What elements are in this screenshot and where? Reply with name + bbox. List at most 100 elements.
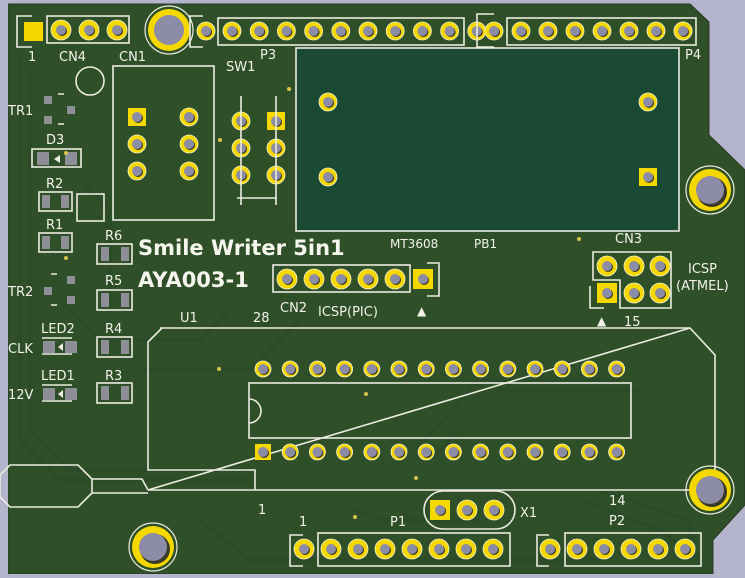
through-hole-pad bbox=[304, 21, 324, 41]
mounting-hole-bottom-left bbox=[128, 522, 178, 572]
mt3608-module bbox=[295, 47, 680, 232]
through-hole-pad bbox=[539, 538, 561, 560]
through-hole-pad bbox=[553, 360, 571, 378]
p2-pins bbox=[539, 538, 696, 560]
r6-label: R6 bbox=[105, 229, 122, 244]
led2-label: LED2 bbox=[41, 322, 75, 337]
through-hole-pad bbox=[623, 282, 645, 304]
p2-label: P2 bbox=[609, 514, 625, 529]
through-hole-pad bbox=[623, 255, 645, 277]
cn3-label: CN3 bbox=[615, 232, 642, 247]
cn2-pin1-marker: ▲ bbox=[417, 304, 427, 318]
through-hole-pad bbox=[484, 21, 504, 41]
through-hole-pad bbox=[483, 499, 505, 521]
through-hole-pad bbox=[511, 21, 531, 41]
through-hole-pad bbox=[308, 443, 326, 461]
through-hole-pad bbox=[455, 538, 477, 560]
through-hole-pad bbox=[499, 360, 517, 378]
through-hole-pad bbox=[649, 282, 671, 304]
through-hole-pad bbox=[255, 444, 271, 460]
through-hole-pad bbox=[472, 360, 490, 378]
r5-label: R5 bbox=[105, 274, 122, 289]
sw1-label: SW1 bbox=[226, 60, 255, 75]
through-hole-pad bbox=[179, 134, 199, 154]
p2-pin14-label: 14 bbox=[609, 494, 626, 509]
through-hole-pad bbox=[401, 538, 423, 560]
through-hole-pad bbox=[78, 19, 100, 41]
through-hole-pad bbox=[303, 268, 325, 290]
through-hole-pad bbox=[417, 443, 435, 461]
through-hole-pad bbox=[430, 500, 450, 520]
through-hole-pad bbox=[581, 443, 598, 461]
p4-label: P4 bbox=[685, 48, 701, 63]
cn1-pins bbox=[50, 19, 128, 41]
through-hole-pad bbox=[390, 443, 408, 461]
through-hole-pad bbox=[196, 21, 216, 41]
vias bbox=[64, 87, 581, 519]
through-hole-pad bbox=[538, 21, 558, 41]
p3-label: P3 bbox=[260, 48, 276, 63]
through-hole-pad bbox=[596, 255, 618, 277]
through-hole-pad bbox=[249, 21, 269, 41]
through-hole-pad bbox=[608, 360, 625, 378]
r4-label: R4 bbox=[105, 322, 122, 337]
through-hole-pad bbox=[385, 21, 405, 41]
through-hole-pad bbox=[597, 283, 617, 303]
through-hole-pad bbox=[619, 21, 639, 41]
cn3-pins bbox=[596, 255, 671, 304]
through-hole-pad bbox=[566, 538, 588, 560]
cn3-pin1-marker: ▲ bbox=[597, 314, 607, 328]
through-hole-pad bbox=[526, 443, 544, 461]
led2-footprint bbox=[42, 337, 77, 355]
u1-outline bbox=[147, 327, 716, 491]
through-hole-pad bbox=[318, 167, 338, 187]
through-hole-pad bbox=[336, 360, 354, 378]
sw1-pins bbox=[127, 107, 199, 181]
through-hole-pad bbox=[639, 168, 657, 186]
x1-pins bbox=[430, 499, 505, 521]
through-hole-pad bbox=[647, 538, 669, 560]
through-hole-pad bbox=[320, 538, 342, 560]
mt3608-label: MT3608 bbox=[390, 237, 438, 251]
through-hole-pad bbox=[592, 21, 612, 41]
r4-footprint bbox=[96, 336, 133, 358]
through-hole-pad bbox=[593, 538, 615, 560]
u1-label: U1 bbox=[180, 311, 198, 326]
through-hole-pad bbox=[318, 92, 338, 112]
board-title: Smile Writer 5in1 bbox=[138, 236, 345, 260]
u1-pin15-label: 15 bbox=[624, 315, 641, 330]
p4-pins bbox=[484, 21, 693, 41]
through-hole-pad bbox=[390, 360, 408, 378]
through-hole-pad bbox=[674, 538, 696, 560]
r3-footprint bbox=[96, 382, 133, 404]
through-hole-pad bbox=[50, 19, 72, 41]
through-hole-pad bbox=[363, 443, 381, 461]
cn2-pins bbox=[276, 268, 433, 290]
cn1-label: CN1 bbox=[119, 50, 146, 65]
through-hole-pad bbox=[281, 360, 299, 378]
through-hole-pad bbox=[358, 21, 378, 41]
through-hole-pad bbox=[179, 161, 199, 181]
tr2-label: TR2 bbox=[7, 285, 33, 300]
through-hole-pad bbox=[472, 443, 490, 461]
through-hole-pad bbox=[444, 443, 462, 461]
cn2-label: CN2 bbox=[280, 301, 307, 316]
u1-pin28-label: 28 bbox=[253, 311, 270, 326]
cn4-label: CN4 bbox=[59, 50, 86, 65]
through-hole-pad bbox=[266, 165, 286, 185]
tr1-label: TR1 bbox=[7, 104, 33, 119]
through-hole-pad bbox=[620, 538, 642, 560]
u1-pin1-label: 1 bbox=[258, 503, 266, 518]
d3-label: D3 bbox=[46, 133, 64, 148]
through-hole-pad bbox=[581, 360, 598, 378]
through-hole-pad bbox=[413, 269, 433, 289]
through-hole-pad bbox=[526, 360, 544, 378]
through-hole-pad bbox=[128, 108, 146, 126]
through-hole-pad bbox=[222, 21, 242, 41]
r2-label: R2 bbox=[46, 177, 63, 192]
r1-footprint bbox=[38, 232, 73, 253]
icsp-atmel-label-2: (ATMEL) bbox=[676, 279, 729, 294]
module-pins bbox=[318, 92, 658, 187]
through-hole-pad bbox=[106, 19, 128, 41]
clk-label: CLK bbox=[8, 342, 33, 357]
